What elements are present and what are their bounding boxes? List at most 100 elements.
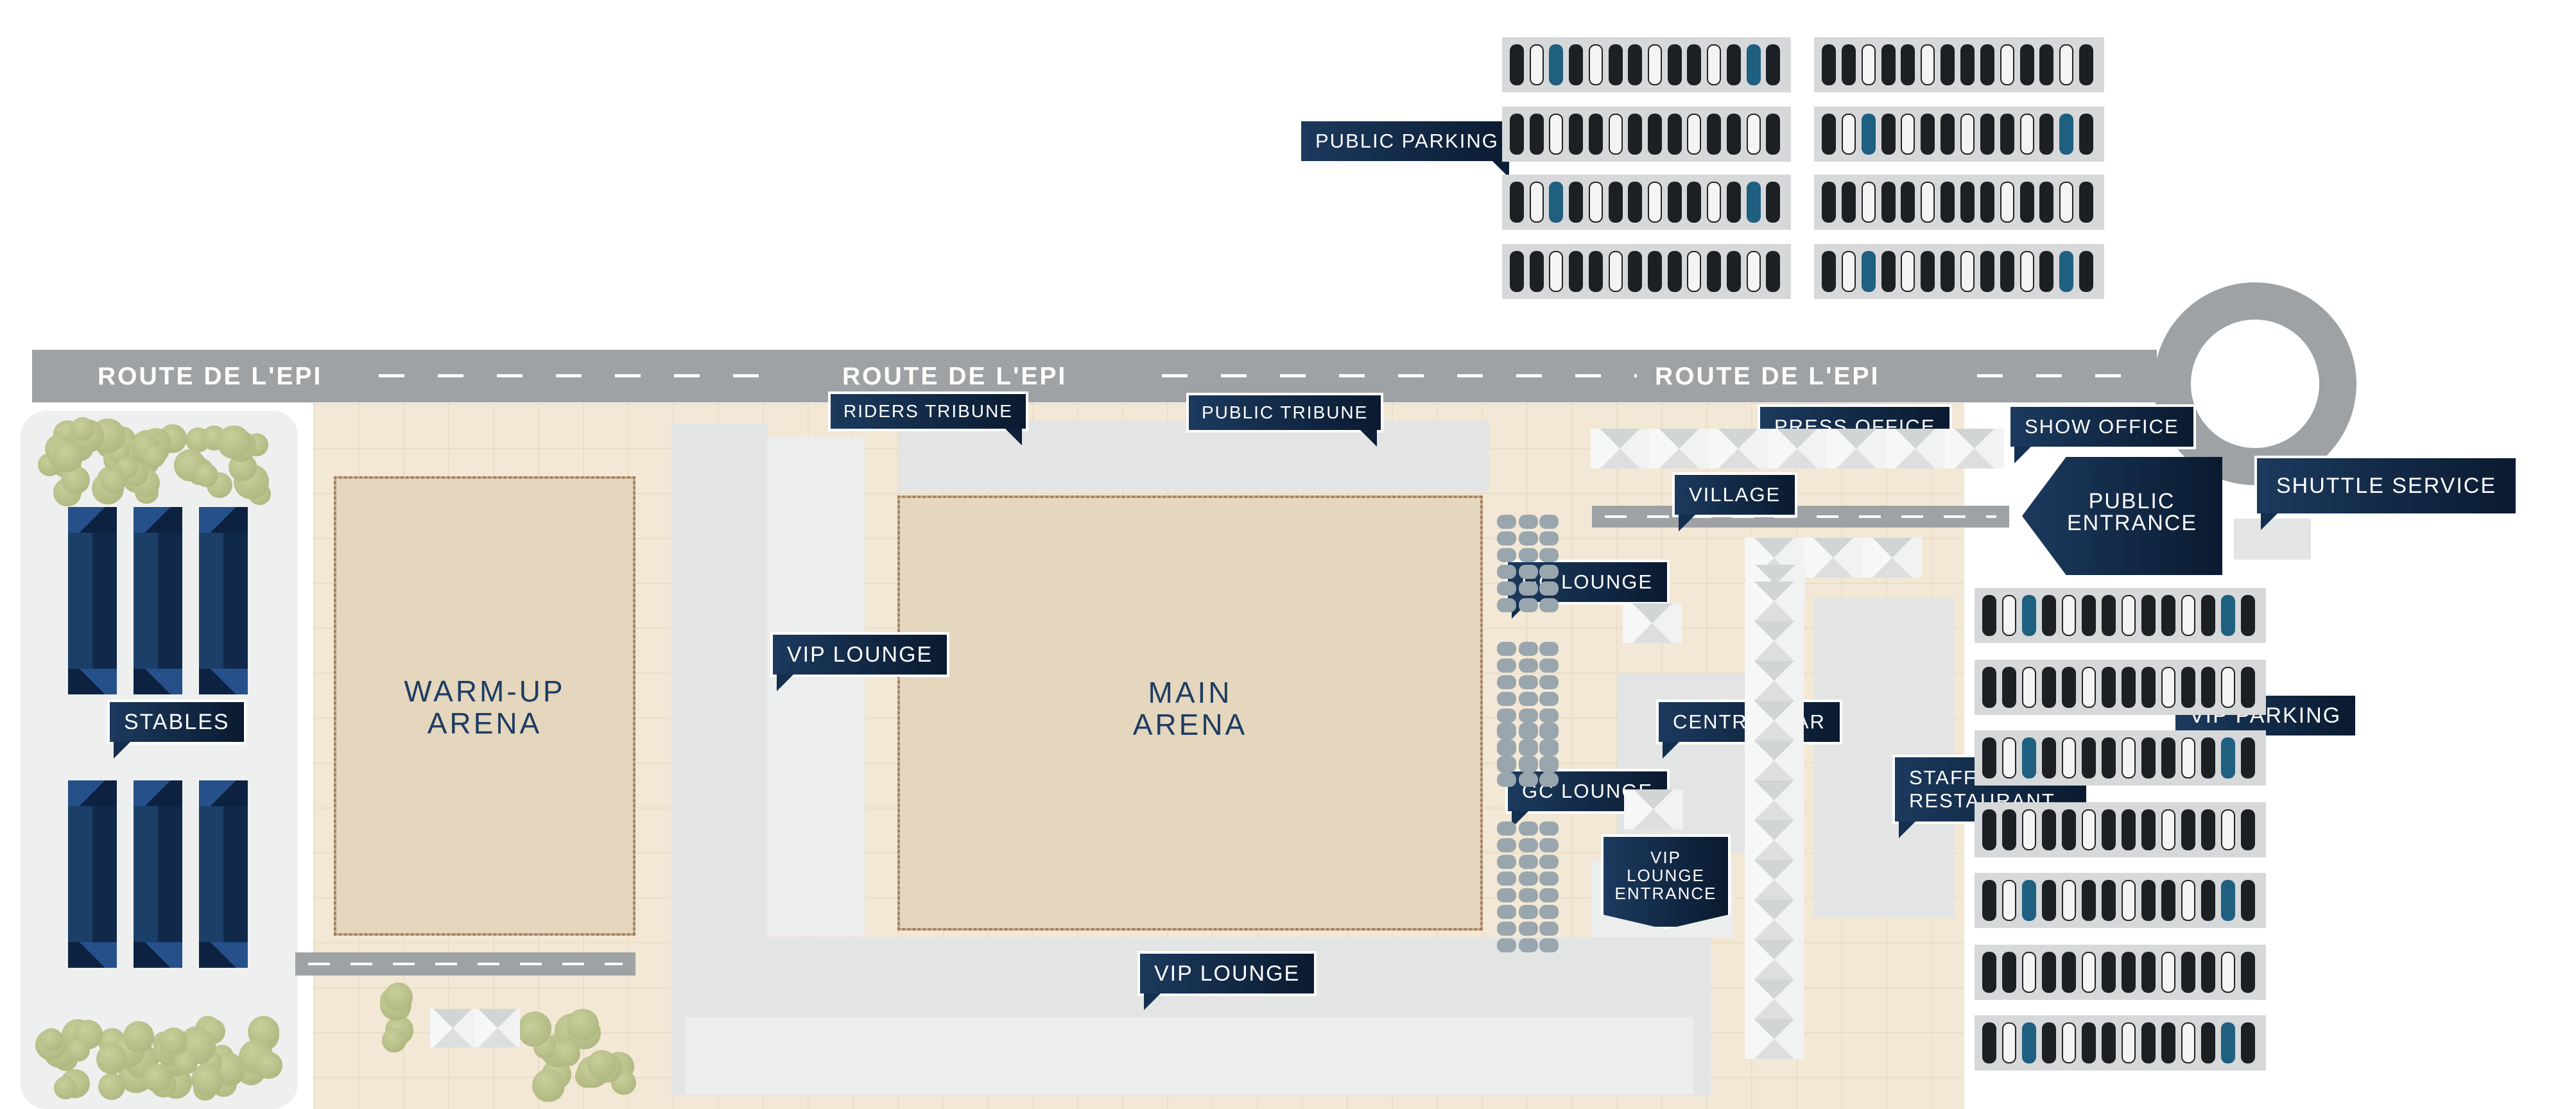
tent-icon bbox=[1650, 429, 1709, 469]
shuttle-service-label-text: SHUTTLE SERVICE bbox=[2276, 474, 2497, 498]
car-icon bbox=[2241, 1022, 2255, 1063]
shuttle-service-label[interactable]: SHUTTLE SERVICE bbox=[2254, 456, 2519, 530]
car-icon bbox=[1746, 114, 1761, 155]
car-icon bbox=[2022, 667, 2036, 708]
car-icon bbox=[1881, 182, 1896, 223]
tree-icon bbox=[382, 1028, 406, 1053]
tent-icon bbox=[1745, 780, 1804, 820]
seat-icon bbox=[1539, 905, 1559, 919]
car-icon bbox=[2019, 182, 2034, 223]
car-icon bbox=[1608, 182, 1623, 223]
tent-icon bbox=[475, 1009, 520, 1047]
car-icon bbox=[2079, 114, 2094, 155]
car-icon bbox=[1510, 44, 1524, 85]
car-icon bbox=[1549, 182, 1564, 223]
seat-icon bbox=[1497, 922, 1516, 936]
car-icon bbox=[1941, 182, 1955, 223]
village-label[interactable]: VILLAGE bbox=[1672, 472, 1798, 531]
roundabout-lane-marking bbox=[2191, 320, 2319, 448]
show-office-label[interactable]: SHOW OFFICE bbox=[2008, 404, 2196, 463]
road-dashes bbox=[1162, 374, 1637, 377]
car-icon bbox=[2042, 809, 2056, 850]
car-icon bbox=[2102, 1022, 2116, 1063]
car-icon bbox=[1648, 251, 1662, 292]
seat-icon bbox=[1497, 675, 1516, 689]
tree-icon bbox=[67, 1038, 91, 1062]
car-icon bbox=[1822, 44, 1836, 85]
car-icon bbox=[2201, 595, 2215, 636]
main-road: ROUTE DE L'EPI ROUTE DE L'EPI ROUTE DE L… bbox=[32, 350, 2157, 402]
car-icon bbox=[2181, 1022, 2195, 1063]
car-icon bbox=[2122, 595, 2136, 636]
car-icon bbox=[2000, 251, 2014, 292]
vip-lounge-entrance-label[interactable]: VIP LOUNGE ENTRANCE bbox=[1601, 834, 1731, 929]
car-icon bbox=[2000, 44, 2014, 85]
seat-icon bbox=[1497, 756, 1516, 770]
car-icon bbox=[1549, 44, 1564, 85]
car-icon bbox=[2082, 667, 2096, 708]
seat-icon bbox=[1497, 658, 1516, 673]
vip-lounge-entrance-label-text: VIP LOUNGE ENTRANCE bbox=[1614, 848, 1717, 903]
warm-up-arena-title: WARM-UP ARENA bbox=[404, 675, 566, 740]
car-icon bbox=[2161, 880, 2175, 921]
car-icon bbox=[1529, 251, 1544, 292]
public-parking-label-text: PUBLIC PARKING bbox=[1315, 130, 1499, 152]
car-icon bbox=[1746, 251, 1761, 292]
car-icon bbox=[2122, 809, 2136, 850]
vip-lounge-label-text: VIP LOUNGE bbox=[787, 642, 933, 667]
car-icon bbox=[2122, 1022, 2136, 1063]
car-icon bbox=[2019, 44, 2034, 85]
car-icon bbox=[1941, 251, 1955, 292]
car-icon bbox=[2079, 182, 2094, 223]
riders-tribune-label[interactable]: RIDERS TRIBUNE bbox=[828, 391, 1028, 445]
seat-icon bbox=[1497, 598, 1516, 612]
tree-icon bbox=[142, 444, 166, 469]
car-icon bbox=[1746, 44, 1761, 85]
car-icon bbox=[1766, 44, 1781, 85]
vip-lounge-south-label[interactable]: VIP LOUNGE bbox=[1137, 951, 1317, 1010]
public-entrance-label-text: PUBLIC ENTRANCE bbox=[2067, 489, 2198, 535]
car-icon bbox=[2002, 952, 2016, 993]
main-arena-title: MAIN ARENA bbox=[1132, 676, 1248, 741]
car-icon bbox=[1980, 114, 1994, 155]
road-name-label: ROUTE DE L'EPI bbox=[1655, 363, 1880, 390]
seat-icon bbox=[1497, 515, 1516, 529]
tent-icon bbox=[1945, 429, 2004, 469]
tree-icon bbox=[52, 441, 83, 472]
car-icon bbox=[2221, 1022, 2235, 1063]
car-icon bbox=[2181, 737, 2195, 778]
car-icon bbox=[2062, 737, 2076, 778]
seat-icon bbox=[1519, 922, 1538, 936]
car-icon bbox=[1841, 44, 1856, 85]
public-entrance-label[interactable]: PUBLIC ENTRANCE bbox=[2022, 457, 2222, 575]
vip-lounge-label[interactable]: VIP LOUNGE bbox=[770, 632, 950, 691]
car-icon bbox=[1667, 114, 1682, 155]
car-icon bbox=[2141, 667, 2156, 708]
seat-icon bbox=[1539, 922, 1559, 936]
car-icon bbox=[2059, 251, 2074, 292]
car-icon bbox=[2000, 114, 2014, 155]
tent-icon bbox=[1745, 581, 1804, 621]
car-icon bbox=[1529, 44, 1544, 85]
car-icon bbox=[2221, 737, 2235, 778]
tent-icon bbox=[1804, 538, 1863, 578]
public-tribune-label[interactable]: PUBLIC TRIBUNE bbox=[1186, 393, 1384, 447]
car-icon bbox=[2161, 595, 2175, 636]
car-icon bbox=[2002, 595, 2016, 636]
car-icon bbox=[2022, 1022, 2036, 1063]
riders-tribune-label-text: RIDERS TRIBUNE bbox=[843, 401, 1013, 421]
car-icon bbox=[1982, 880, 1996, 921]
car-icon bbox=[2022, 737, 2036, 778]
car-icon bbox=[1510, 251, 1524, 292]
car-icon bbox=[1921, 182, 1935, 223]
car-icon bbox=[1766, 114, 1781, 155]
public-parking-label[interactable]: PUBLIC PARKING bbox=[1299, 119, 1516, 178]
car-icon bbox=[1982, 667, 1996, 708]
stables-label[interactable]: STABLES bbox=[107, 700, 246, 759]
seat-icon bbox=[1519, 581, 1538, 596]
car-icon bbox=[1667, 44, 1682, 85]
car-icon bbox=[2062, 880, 2076, 921]
car-icon bbox=[2102, 595, 2116, 636]
car-icon bbox=[1982, 1022, 1996, 1063]
car-icon bbox=[2161, 667, 2175, 708]
